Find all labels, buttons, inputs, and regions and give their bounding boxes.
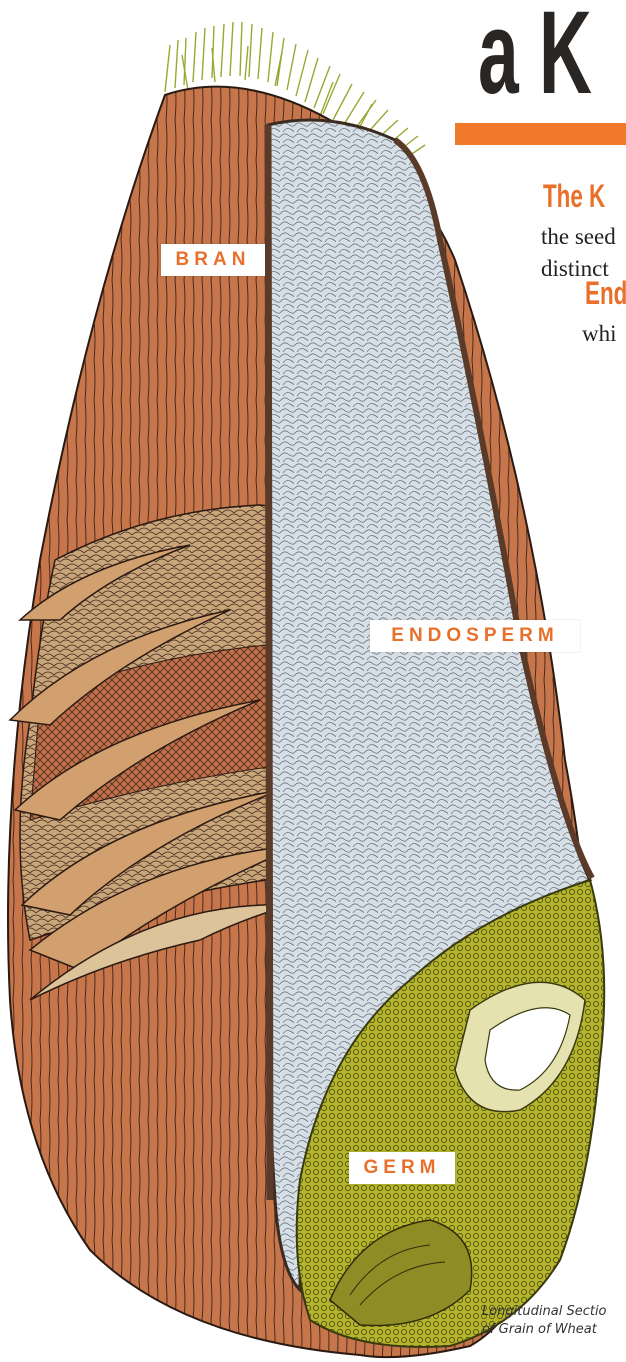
kernel-heading: The K: [543, 178, 605, 215]
title-accent-bar: [455, 123, 626, 145]
endosperm-label: ENDOSPERM: [370, 620, 580, 652]
caption-line-1: Longitudinal Sectio: [482, 1304, 607, 1319]
body-line-3: whi: [582, 322, 617, 345]
endosperm-heading: End: [585, 275, 626, 312]
caption-line-2: of Grain of Wheat: [482, 1322, 597, 1337]
bran-label: BRAN: [161, 244, 265, 276]
body-line-1: the seed: [541, 225, 616, 248]
germ-label: GERM: [349, 1152, 455, 1184]
aleurone-layer: [268, 125, 270, 1200]
page-title: a K: [478, 0, 592, 112]
